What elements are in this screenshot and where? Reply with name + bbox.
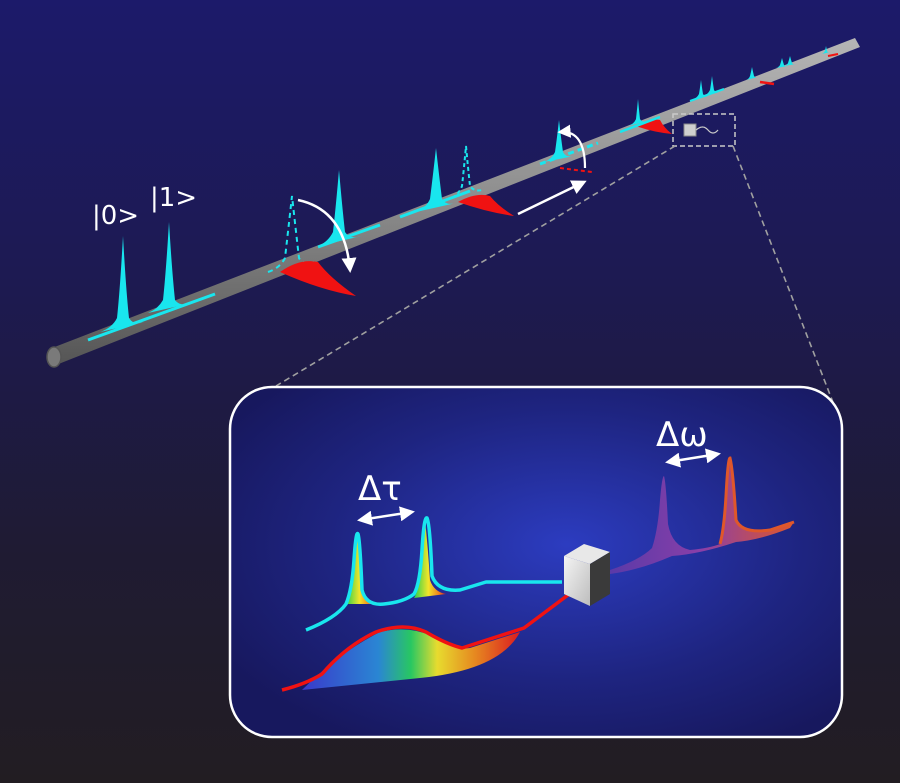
state-labels: |0> |1>	[92, 183, 197, 231]
converted-pulse-d	[628, 99, 648, 126]
inset-panel: Δτ Δω	[228, 385, 844, 739]
dashed-pulse	[451, 145, 483, 199]
zoom-leader-right	[732, 145, 837, 411]
pulse-baseline	[689, 88, 725, 102]
fiber-coil-icon	[695, 126, 719, 134]
pulse-baseline	[619, 115, 661, 134]
pulse-0	[100, 236, 144, 332]
control-pulse-f	[759, 80, 775, 86]
propagation-arrow	[517, 180, 587, 216]
control-pulse-envelope	[302, 629, 520, 690]
qubit-pulses	[87, 46, 839, 342]
modulator-mini-icon	[683, 123, 697, 137]
converted-pulse-f	[746, 67, 758, 80]
converted-pulse-h	[822, 46, 830, 54]
pulse-baseline	[87, 292, 216, 342]
pulse-1	[148, 222, 192, 313]
cube-top	[564, 544, 610, 564]
arrow-icon	[665, 448, 721, 468]
cube-front	[564, 556, 590, 606]
output-pulse-outline	[718, 456, 795, 545]
dashed-pulse	[267, 195, 315, 273]
input-pulse-fill-2	[414, 520, 446, 598]
control-pulse-h	[827, 53, 839, 57]
converted-pulse-b	[416, 148, 456, 212]
delta-tau-label: Δτ	[358, 469, 402, 509]
zoom-box	[672, 113, 736, 147]
arrow-icon	[357, 506, 415, 526]
fiber-end-cap	[46, 346, 62, 368]
control-pulse-c-dashed	[559, 167, 593, 173]
converted-pulse-c	[544, 120, 574, 162]
ket-0-label: |0>	[92, 201, 139, 231]
control-pulse-red	[281, 584, 582, 692]
cube-side	[590, 552, 610, 606]
zoom-leader-left	[275, 145, 676, 387]
pulse-baseline	[539, 141, 599, 166]
converted-pulse-a	[318, 170, 362, 246]
zoom-region	[275, 113, 837, 411]
pulse-baseline	[317, 223, 381, 249]
pulse-baseline	[399, 189, 471, 219]
output-pulse-purple	[610, 458, 794, 574]
converted-pulse-e2	[704, 76, 720, 96]
rotation-arrow-a	[297, 198, 357, 273]
control-pulse-a	[280, 261, 356, 296]
modulator-icon	[564, 544, 610, 606]
input-pulse-fill-1	[346, 534, 376, 604]
converted-pulse-g2	[784, 56, 796, 66]
converted-pulse-e	[692, 80, 709, 100]
ket-1-label: |1>	[150, 183, 197, 213]
delta-omega-label: Δω	[656, 415, 708, 455]
rotation-arrow-b	[557, 124, 587, 169]
control-pulse-b	[458, 194, 514, 216]
converted-pulse-g	[776, 58, 788, 68]
input-pulse-cyan	[305, 516, 562, 632]
